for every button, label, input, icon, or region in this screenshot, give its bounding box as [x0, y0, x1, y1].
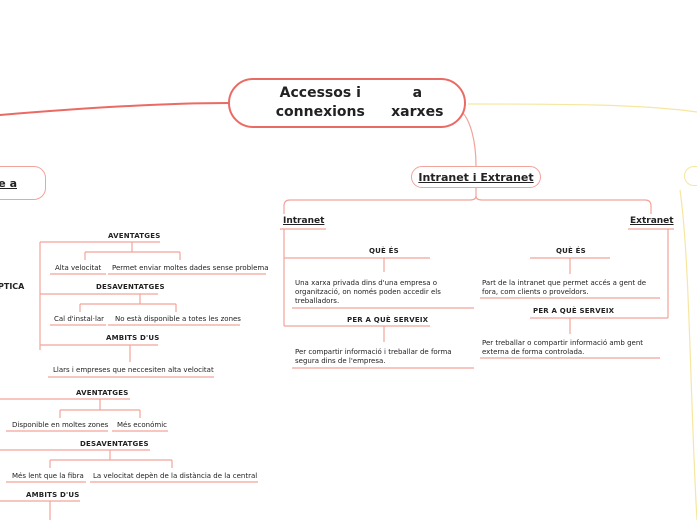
extranet-que-es-title[interactable]: QUÈ ÉS — [556, 247, 586, 255]
extranet-que-es-text: Part de la intranet que permet accés a g… — [482, 279, 647, 296]
fibra-desaventatge-2[interactable]: No està disponible a totes les zones — [115, 315, 241, 323]
central-title-line1: Accessos i connexions — [275, 85, 365, 120]
intranet-que-es-title[interactable]: QUÈ ÉS — [369, 247, 399, 255]
coure-desaventatge-1[interactable]: Més lent que la fibra — [12, 472, 84, 480]
fibra-aventatges-title[interactable]: AVENTATGES — [108, 232, 161, 240]
coure-ambits-title[interactable]: AMBITS D'US — [26, 491, 80, 499]
fibra-desaventatge-1[interactable]: Cal d'instal·lar — [54, 315, 105, 323]
left-subtopic-label[interactable]: PTICA — [0, 282, 25, 291]
fibra-aventatge-2[interactable]: Permet enviar moltes dades sense problem… — [112, 264, 269, 272]
extranet-label[interactable]: Extranet — [630, 216, 674, 226]
coure-desaventatges-title[interactable]: DESAVENTATGES — [80, 440, 149, 448]
intranet-serveix-title[interactable]: PER A QUÈ SERVEIX — [347, 316, 429, 324]
fibra-aventatge-1[interactable]: Alta velocitat — [55, 264, 102, 272]
intranet-extranet-label: Intranet i Extranet — [418, 170, 534, 184]
coure-desaventatge-2[interactable]: La velocitat depèn de la distància de la… — [93, 472, 258, 480]
left-branch-label: e a — [0, 176, 17, 190]
intranet-label[interactable]: Intranet — [283, 216, 325, 226]
coure-aventatge-1[interactable]: Disponible en moltes zones — [12, 421, 109, 429]
intranet-que-es-text: Una xarxa privada dins d'una empresa o o… — [295, 279, 441, 305]
coure-aventatge-2[interactable]: Més económic — [117, 421, 167, 429]
coure-aventatges-title[interactable]: AVENTATGES — [76, 389, 129, 397]
left-branch-topic[interactable]: e a — [0, 166, 46, 200]
central-title-line2: a xarxes — [391, 85, 444, 120]
fibra-desaventatges-title[interactable]: DESAVENTATGES — [96, 283, 165, 291]
extranet-serveix-text: Per treballar o compartir informació amb… — [482, 339, 644, 356]
extranet-serveix-title[interactable]: PER A QUÈ SERVEIX — [533, 307, 615, 315]
fibra-ambit-1[interactable]: Llars i empreses que neccesiten alta vel… — [53, 366, 214, 374]
right-branch-stub[interactable] — [684, 166, 697, 186]
intranet-extranet-topic[interactable]: Intranet i Extranet — [411, 166, 541, 188]
central-topic[interactable]: Accessos i connexions a xarxes — [228, 78, 466, 128]
intranet-serveix-text: Per compartir informació i treballar de … — [295, 348, 452, 365]
fibra-ambits-title[interactable]: AMBITS D'US — [106, 334, 160, 342]
